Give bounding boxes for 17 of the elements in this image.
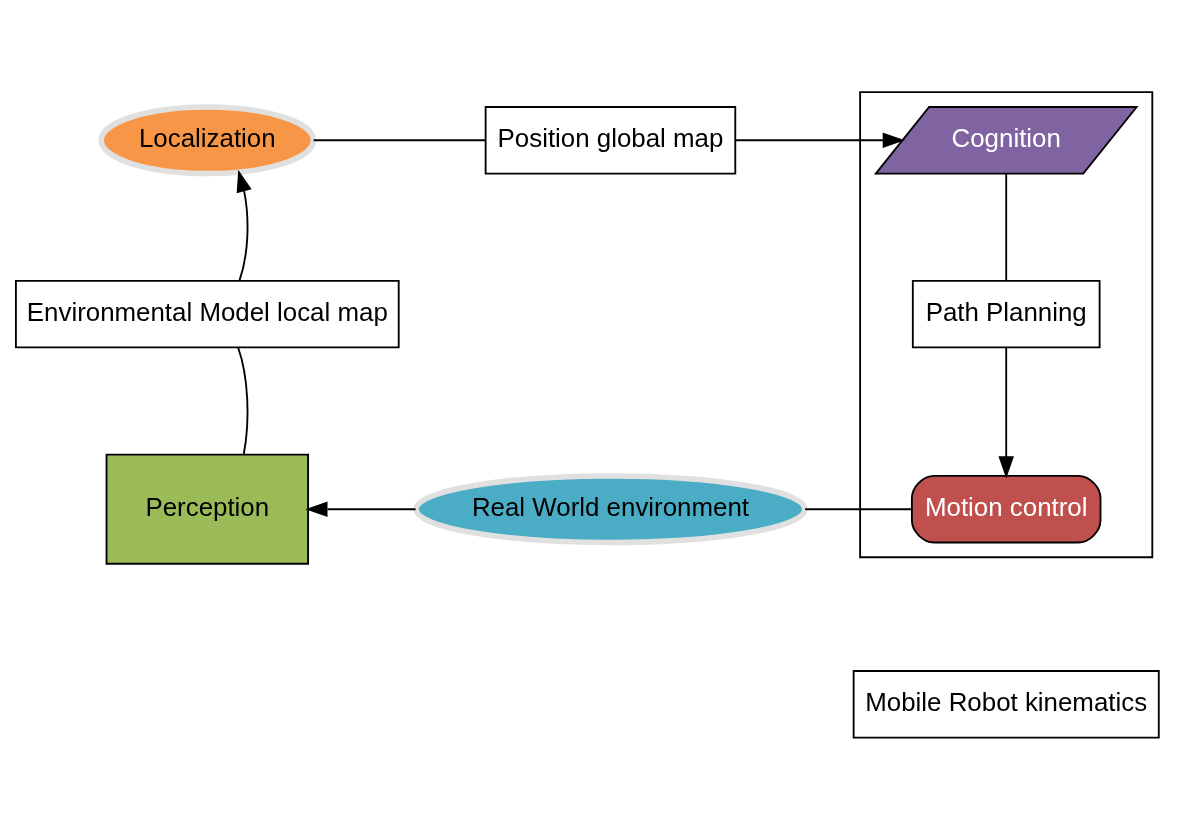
connector [1005,172,1008,281]
connector [804,507,913,510]
node-box: Environmental Model local map [14,279,400,348]
node-box: Motion control [910,474,1102,543]
node-ellipse: Real World environment [413,472,808,545]
arrow [734,132,905,148]
cluster [859,90,1154,558]
connector [312,138,487,141]
arrow [305,500,417,517]
node-box: Path Planning [911,279,1101,348]
connector [237,346,249,455]
node-ellipse: Localization [98,103,317,176]
node-box: Mobile Robot kinematics [852,669,1160,739]
node-box: Position global map [484,105,737,174]
arrow [998,346,1014,478]
arrow [236,169,252,281]
node-box: Perception [105,453,309,565]
